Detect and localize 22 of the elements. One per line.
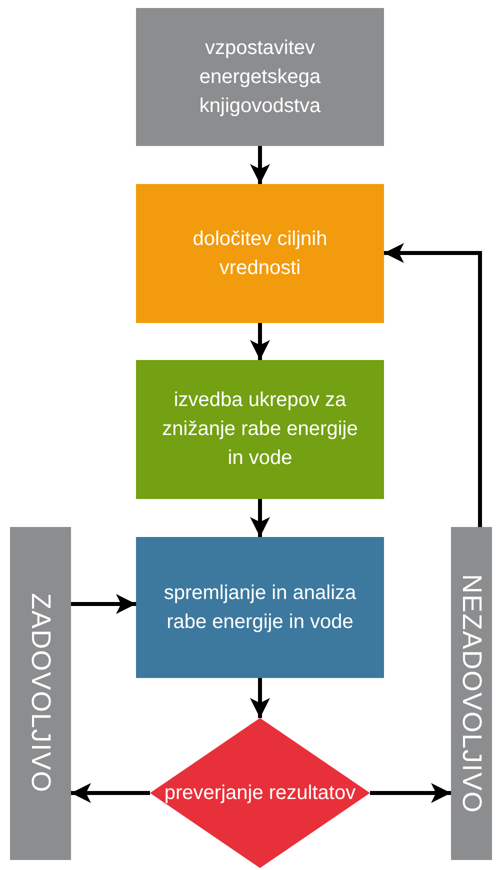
process-box	[136, 8, 384, 146]
outcome-bar	[10, 527, 71, 860]
outcome-label: ZADOVOLJIVO	[27, 593, 54, 794]
arrow	[250, 323, 270, 360]
step-label: vzpostavitev energetskega knjigovodstva	[198, 36, 322, 118]
outcome-label: NEZADOVOLJIVO	[458, 574, 485, 814]
arrow	[250, 499, 270, 537]
outcome-bar	[451, 527, 492, 860]
arrow	[71, 783, 150, 803]
step-label: izvedba ukrepov za znižanje rabe energije in vode	[161, 388, 359, 471]
process-box	[136, 537, 384, 678]
process-box	[136, 184, 384, 323]
step-label: spremljanje in analiza rabe energije in vode	[162, 580, 358, 634]
decision-diamond	[150, 718, 370, 868]
arrow	[71, 594, 136, 614]
process-box	[136, 360, 384, 499]
step-label: določitev ciljnih vrednosti	[192, 226, 328, 280]
arrow	[370, 783, 451, 803]
arrow	[250, 146, 270, 184]
arrow	[250, 678, 270, 718]
step-label: preverjanje rezultatov	[164, 780, 356, 806]
arrow	[384, 243, 482, 527]
